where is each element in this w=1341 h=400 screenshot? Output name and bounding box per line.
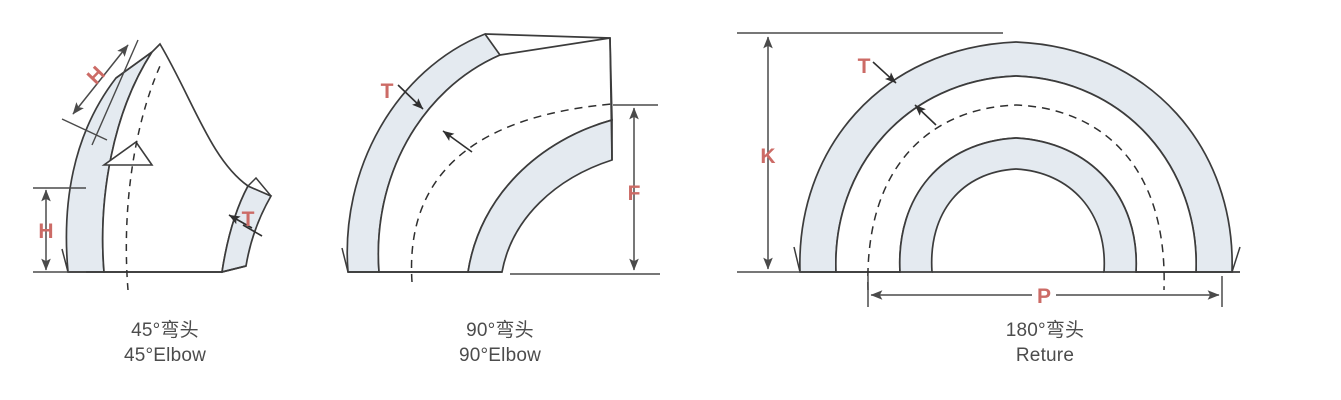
elbow-45-body (61, 42, 273, 291)
elbow-90-top-edge (484, 33, 611, 39)
elbow-90-body (341, 32, 660, 283)
dim-leader-inner (228, 214, 253, 229)
dim-label-H-diagonal: H (83, 62, 110, 89)
elbow-90-centerline (410, 103, 613, 283)
caption-45-elbow: 45°弯头 45°Elbow (0, 318, 330, 368)
elbow-180-centerline (867, 104, 1165, 291)
caption-45-elbow-cn: 45°弯头 (131, 320, 199, 341)
elbow-180-right-chamfer (1231, 246, 1241, 273)
dim-arrow-line (72, 44, 129, 115)
caption-180-return: 180°弯头 Reture (870, 318, 1220, 368)
dim-label-P: P (1037, 285, 1051, 308)
figure-45-elbow: H H T (33, 39, 273, 291)
elbow-90-right-end-edge (609, 37, 613, 161)
caption-90-elbow-cn: 90°弯头 (466, 320, 534, 341)
caption-180-return-en: Reture (1015, 345, 1075, 366)
dim-leader-inner (914, 104, 937, 126)
elbow-90-dim-F: F (613, 104, 658, 271)
dim-leader-outer (872, 61, 897, 84)
dim-label-H-vertical: H (38, 220, 53, 243)
figure-180-return: K T P (737, 32, 1241, 308)
elbow-180-left-chamfer (793, 246, 801, 273)
dim-leader-outer-tick (242, 224, 263, 237)
dim-label-T: T (242, 208, 255, 231)
elbow-45-dim-H-vertical: H (33, 187, 86, 273)
dim-ext-line-lower (61, 118, 108, 141)
elbow-45-bottom-chamfer (61, 248, 69, 273)
caption-45-elbow-en: 45°Elbow (123, 345, 207, 366)
caption-90-elbow-en: 90°Elbow (458, 345, 542, 366)
elbow-90-bottom-chamfer (341, 247, 349, 273)
elbow-180-dim-T: T (858, 55, 937, 126)
elbow-45-centerline (125, 65, 161, 291)
figure-90-elbow: T F (341, 32, 660, 283)
elbow-180-dim-P: P (867, 276, 1223, 308)
dim-label-T: T (858, 55, 871, 78)
dim-label-P-backdrop (1032, 283, 1056, 307)
elbow-45-dim-T: T (228, 208, 263, 237)
dim-label-T: T (381, 80, 394, 103)
elbow-45-bevel-upper (246, 176, 272, 197)
dim-label-K: K (760, 145, 775, 168)
dim-leader-inner (442, 130, 473, 153)
elbow-180-dim-K: K (737, 32, 1003, 273)
elbow-180-body (793, 41, 1241, 291)
elbow-90-dim-T: T (381, 80, 473, 153)
dim-leader-outer (397, 84, 424, 110)
dim-label-F: F (628, 182, 641, 205)
elbow-45-seam-notch (101, 140, 154, 166)
caption-90-elbow: 90°弯头 90°Elbow (360, 318, 640, 368)
caption-180-return-cn: 180°弯头 (1005, 320, 1085, 341)
